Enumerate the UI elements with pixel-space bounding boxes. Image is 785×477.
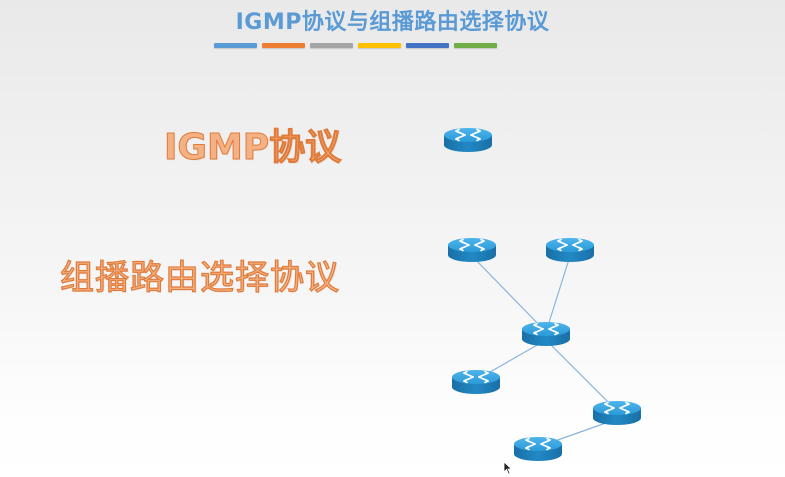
network-link — [545, 339, 618, 412]
router-icon — [546, 238, 594, 262]
color-bar-strip — [214, 43, 497, 48]
router-icon — [514, 437, 562, 461]
router-icon — [593, 401, 641, 425]
router-icon — [452, 370, 500, 394]
igmp-heading: IGMP协议 — [163, 127, 342, 169]
color-bar — [214, 43, 257, 48]
network-link — [545, 255, 571, 333]
slide-title: IGMP协议与组播路由选择协议 — [235, 10, 550, 35]
color-bar — [454, 43, 497, 48]
routers-layer — [444, 128, 641, 461]
router-icon — [448, 238, 496, 262]
router-icon — [522, 322, 570, 346]
router-icon — [444, 128, 492, 152]
color-bar — [358, 43, 401, 48]
color-bar — [262, 43, 305, 48]
network-link — [471, 255, 547, 333]
color-bar — [310, 43, 353, 48]
color-bar — [406, 43, 449, 48]
multicast-routing-heading: 组播路由选择协议 — [59, 257, 340, 298]
mouse-cursor-icon — [503, 461, 513, 475]
